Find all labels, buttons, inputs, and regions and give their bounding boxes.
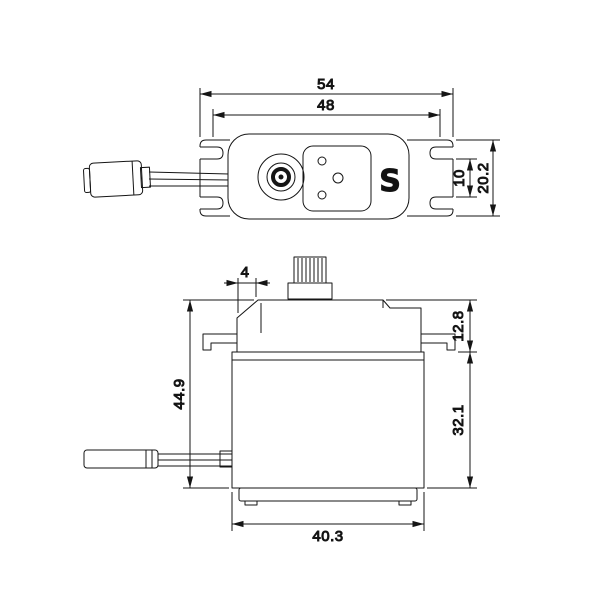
dim-total-height-label: 44.9 — [171, 378, 188, 409]
output-spline — [287, 256, 333, 300]
bottom-cap — [238, 487, 418, 506]
dim-top-offset: 4 — [224, 264, 270, 313]
dim-body-width: 40.3 — [231, 492, 425, 546]
side-body-outline — [231, 351, 425, 489]
bottom-foot-right — [398, 500, 412, 506]
dim-center-height-label: 10 — [451, 169, 468, 187]
dim-upper-height-label: 12.8 — [450, 310, 467, 341]
right-flange-tab — [421, 333, 456, 351]
dim-overall-height: 20.2 — [456, 139, 500, 217]
dim-inner-width-label: 48 — [317, 97, 335, 114]
spline-boss — [287, 282, 333, 300]
dim-body-height-label: 32.1 — [450, 404, 467, 435]
case-screw-holes — [317, 156, 344, 200]
left-flange-outline — [199, 139, 230, 217]
drawing-root: S 54 48 10 — [83, 76, 500, 546]
side-view: 4 12.8 32.1 44.9 — [83, 256, 477, 546]
side-connector-plug — [83, 449, 159, 469]
dim-total-height: 44.9 — [171, 299, 254, 489]
dim-top-offset-label: 4 — [241, 264, 250, 281]
dim-overall-width: 54 — [199, 76, 454, 137]
wire-strain-relief — [219, 450, 233, 468]
dim-overall-width-label: 54 — [317, 76, 335, 93]
top-connector-plug — [83, 160, 151, 198]
top-view: S 54 48 10 — [83, 76, 500, 220]
spline-teeth — [297, 258, 323, 282]
side-wire-lead — [83, 449, 233, 469]
dim-upper-height: 12.8 — [386, 299, 477, 353]
dim-inner-width: 48 — [212, 97, 441, 137]
dim-body-width-label: 40.3 — [312, 528, 343, 545]
top-cover-plate — [302, 145, 372, 212]
brand-logo-s: S — [379, 164, 401, 199]
top-wire-lead — [83, 160, 230, 198]
dim-center-height: 10 — [451, 158, 477, 198]
upper-case-outline — [236, 299, 422, 352]
right-flange-outline — [407, 139, 454, 217]
output-shaft — [257, 153, 305, 201]
bottom-foot-left — [244, 500, 258, 506]
dim-body-height: 32.1 — [427, 352, 477, 489]
dim-overall-height-label: 20.2 — [475, 162, 492, 193]
left-flange-tab — [202, 333, 237, 351]
